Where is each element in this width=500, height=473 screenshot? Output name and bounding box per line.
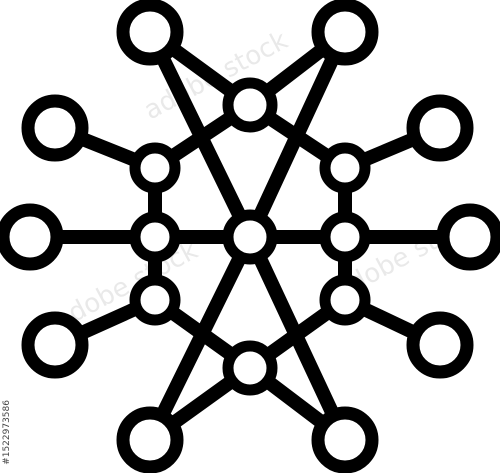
network-node-circle	[222, 340, 278, 396]
network-node-circle	[311, 406, 379, 473]
network-node-circle	[129, 211, 181, 263]
network-node-circle	[406, 94, 474, 162]
watermark-layer: adobe stock adobe stock adobe stock	[49, 25, 483, 336]
network-node-circle	[319, 142, 371, 194]
network-node-circle	[222, 77, 278, 133]
network-node-circle	[436, 203, 500, 271]
network-node-circle	[129, 142, 181, 194]
network-node-circle	[129, 274, 181, 326]
network-node-circle	[116, 0, 184, 66]
network-node-circle	[319, 274, 371, 326]
network-node-circle	[319, 211, 371, 263]
network-node-circle	[311, 0, 379, 66]
stock-id-text: #1522973586	[2, 400, 12, 465]
network-node-circle	[406, 311, 474, 379]
network-node-circle	[0, 203, 64, 271]
network-node-circle	[222, 209, 278, 265]
network-node-circle	[21, 94, 89, 162]
network-node-circle	[116, 406, 184, 473]
network-node-circle	[21, 311, 89, 379]
